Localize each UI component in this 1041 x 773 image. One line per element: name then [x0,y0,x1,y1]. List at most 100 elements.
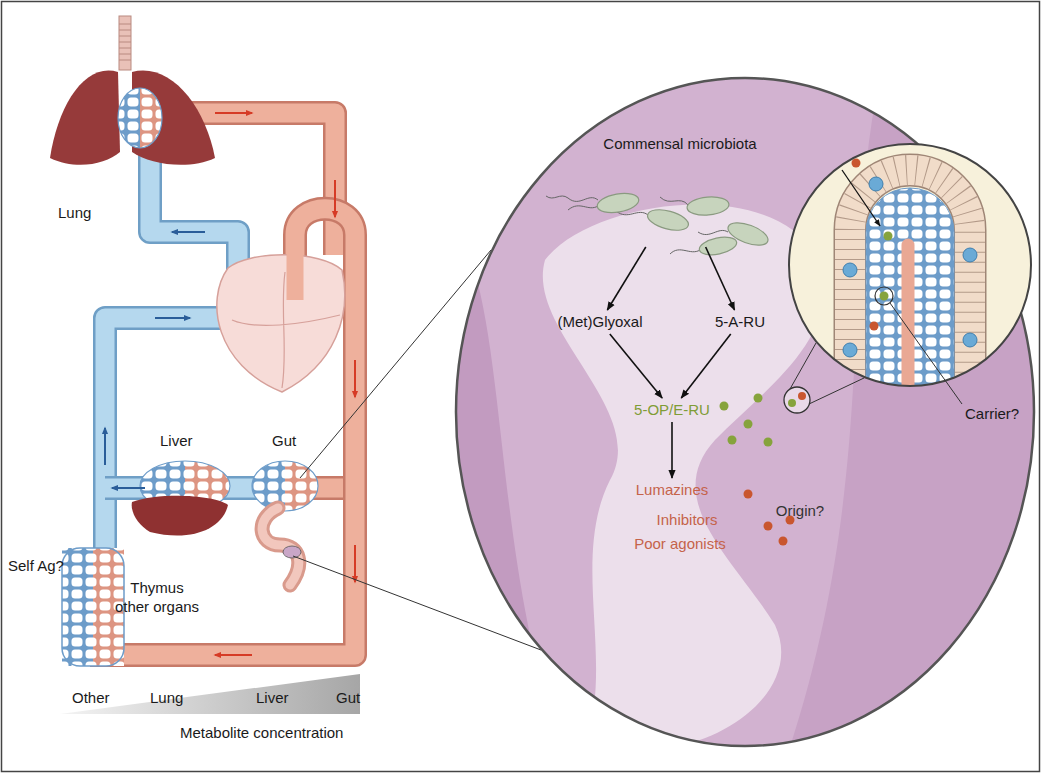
inhibitor-dot [744,490,753,499]
bacterium [698,234,738,258]
metabolite-dot [841,148,850,157]
gut-lumen [543,204,824,747]
capillary-bed-outline [118,88,162,148]
flow-arrow [215,112,252,114]
flow-arrow [610,334,662,398]
metabolite-dot [826,159,835,168]
flow-arrow [671,422,673,478]
lung-lobe [132,71,215,165]
liver-organ [132,496,228,536]
heart-chambers [232,272,340,388]
bacterium [645,206,690,234]
organ-label: Lung [58,203,91,222]
node-label: (Met)Glyoxal [557,313,642,331]
flow-arrow [334,180,336,217]
aorta [90,209,355,655]
zoom-line [809,378,864,404]
goblet-cell [869,177,883,191]
inset-outline [789,144,1031,386]
vena-cava [105,318,245,560]
metabolite-dot [880,292,889,301]
organ-label: Liver [160,431,193,450]
node-label: Lumazines [636,481,709,499]
capillary-bed [118,88,162,148]
axis-label: Gut [336,688,360,707]
inhibitor-label: Inhibitors [637,511,737,529]
flow-arrow [104,428,106,465]
question-label: Origin? [765,502,835,520]
capillary-bed [62,548,93,666]
gut-wall [790,77,1041,747]
metabolite-node: 5-OP/E-RU [622,398,722,422]
gut-interior [455,77,1041,747]
lung-lobe [50,71,120,165]
capillary-bed-outline [62,548,124,666]
flow-arrow [112,487,145,489]
question-label: Self Ag? [8,556,64,575]
flow-arrow [706,247,735,310]
inhibitor-dot [764,522,773,531]
heart [217,255,345,392]
flow-arrow [155,317,190,319]
leader-line [890,303,962,404]
flow-arrows [105,113,355,655]
zoomed-gut-segment [283,546,301,558]
capillary-bed [140,88,162,148]
metabolite-dot [884,232,893,241]
gut-wall [455,220,560,747]
metabolite-dot [728,436,737,445]
epithelium-edge [850,170,970,400]
metabolite-dot [744,420,753,429]
organ-label: Thymus other organs [113,578,201,616]
axis-label: Lung [150,688,183,707]
node-label: 5-A-RU [715,313,765,331]
bacterium [596,190,640,215]
metabolite-node: (Met)Glyoxal [545,310,655,334]
inhibitor-dot [852,159,861,168]
flow-arrow [681,334,730,398]
inhibitor-label: Poor agonists [620,535,740,553]
uptake-arrow [842,170,880,226]
carrier-ring [875,287,893,305]
bacteria [546,190,771,257]
flow-arrow [607,247,645,310]
question-label: Carrier? [965,404,1019,423]
concentration-wedge [60,674,360,714]
bacterium [686,195,729,217]
capillary-bed [285,461,318,511]
aorta-root [287,245,304,300]
organ-label: Gut [272,431,296,450]
flow-arrow [354,360,356,397]
zoom-circle-outline [456,78,1034,746]
metabolite-node: Lumazines [622,478,722,502]
zoom-line [790,343,816,389]
axis-label: Liver [256,688,289,707]
zoom-spot [784,387,810,413]
inhibitor-dot [779,537,788,546]
epithelial-cells [850,170,970,400]
metabolite-dot [720,402,729,411]
axis-label: Other [72,688,110,707]
trachea-rings [119,24,131,60]
microbiota-group: Commensal microbiota [585,135,775,247]
node-label: Commensal microbiota [603,135,756,153]
flow-arrow [215,654,252,656]
vena-cava [105,318,245,560]
goblet-cell [963,333,977,347]
metabolite-dot [788,399,796,407]
goblet-cell [843,263,857,277]
artery-pipes [90,113,355,655]
goblet-cell [843,343,857,357]
villus [789,144,1031,400]
trachea [119,16,131,70]
metabolite-dots [720,394,795,546]
inhibitor-dot [798,392,806,400]
metabolite-dot [764,438,773,447]
aorta [90,209,355,655]
inhibitor-dot [870,322,879,331]
node-label: 5-OP/E-RU [634,401,710,419]
flow-arrow [172,231,205,233]
